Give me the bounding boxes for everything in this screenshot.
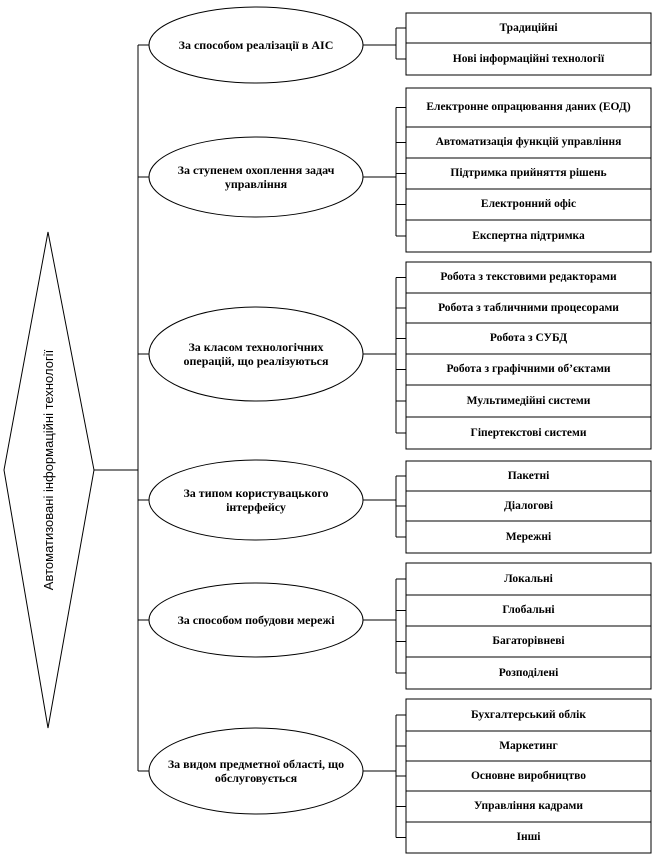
group-frame	[405, 698, 652, 854]
item-box: Гіпертекстові системи	[470, 426, 587, 439]
item-box: Нові інформаційні технології	[452, 52, 605, 65]
group-frame	[405, 12, 652, 76]
item-box: Електронний офіс	[480, 198, 577, 210]
group-label-coverage: За ступенем охоплення задач управління	[177, 163, 335, 191]
group-label-network: За способом побудови мережі	[177, 613, 335, 627]
item-box: Управління кадрами	[474, 800, 583, 812]
item-box: Експертна підтримка	[472, 229, 585, 242]
item-box: Мережні	[505, 530, 552, 543]
item-box: Діалогові	[504, 499, 553, 512]
item-box: Пакетні	[507, 469, 550, 482]
item-box: Інші	[516, 831, 541, 843]
group-frame	[405, 460, 652, 554]
item-box: Автоматизація функцій управління	[435, 136, 622, 148]
item-box: Електронне опрацювання даних (ЕОД)	[426, 101, 631, 113]
group-label-interface: За типом користувацького інтерфейсу	[183, 486, 329, 514]
item-box: Підтримка прийняття рішень	[450, 167, 607, 179]
item-box: Бухгалтерський облік	[471, 708, 586, 721]
item-box: Робота з табличними процесорами	[438, 301, 619, 314]
item-box: Локальні	[504, 572, 553, 585]
group-label-operations: За класом технологічних операцій, що реа…	[183, 340, 329, 368]
item-box: Робота з текстовими редакторами	[440, 271, 617, 283]
item-box: Маркетинг	[499, 739, 558, 752]
root-diamond	[3, 231, 95, 729]
root-label: Автоматизовані інформаційні технології	[41, 349, 56, 591]
item-box: Багаторівневі	[492, 635, 565, 647]
item-box: Глобальні	[502, 604, 555, 616]
item-box: Робота з графічними об’єктами	[446, 363, 611, 375]
group-frame	[405, 87, 652, 253]
item-box: Традиційні	[499, 21, 558, 34]
item-box: Основне виробництво	[470, 769, 587, 782]
item-box: Розподілені	[498, 666, 559, 679]
item-box: Робота з СУБД	[489, 332, 568, 344]
group-label-domain: За видом предметної області, що обслугов…	[167, 757, 345, 785]
item-box: Мультимедійні системи	[466, 394, 591, 407]
group-label-realization: За способом реалізації в АІС	[178, 38, 334, 52]
